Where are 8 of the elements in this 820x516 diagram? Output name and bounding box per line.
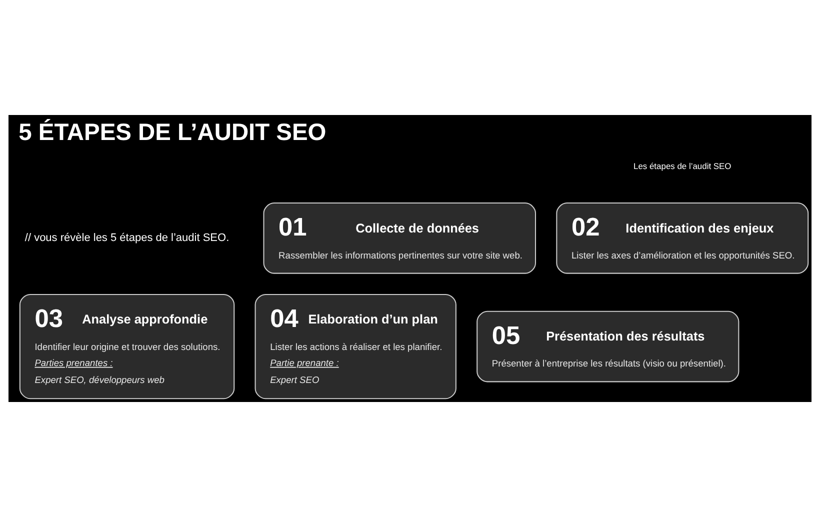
node-box: 04 Elaboration d’un plan Lister les actions à réaliser et les planifier. Partie prenante : Expert SEO [254, 293, 456, 399]
diagram-title: 5 ÉTAPES DE L’AUDIT SEO [18, 119, 326, 146]
label: // vous révèle les 5 étapes de l’audit SEO. [24, 232, 230, 244]
node-box: 03 Analyse approfondie Identifier leur origine et trouver des solutions. Parties prenantes : Expert SEO, développeurs web [19, 293, 235, 399]
node-box: 05 Présentation des résultats Présenter à l’entreprise les résultats (visio ou présentiel). [476, 310, 740, 382]
label: Les étapes de l’audit SEO [634, 160, 732, 170]
node-box: 01 Collecte de données Rassembler les informations pertinentes sur votre site web. [263, 202, 536, 274]
node-box: 02 Identification des enjeux Lister les axes d’amélioration et les opportunités SEO. [556, 202, 809, 274]
